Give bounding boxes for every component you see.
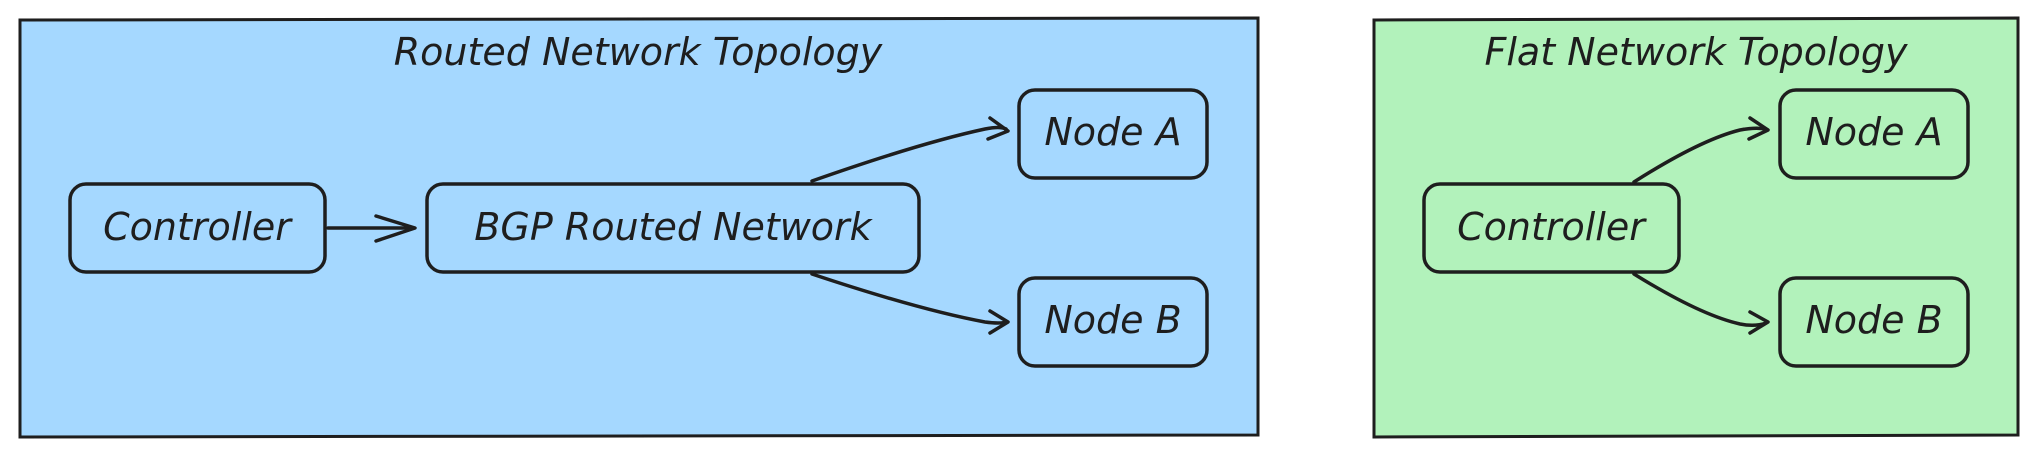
- routed-panel-background: [18, 16, 1260, 439]
- flat-controller-label: Controller: [1457, 205, 1647, 249]
- arrow-flat-controller-to-node-b: [1632, 272, 1770, 335]
- routed-node-a: Node A: [1017, 88, 1209, 180]
- arrow-bgp-to-node-b: [810, 272, 1010, 335]
- routed-topology-panel: Routed Network Topology Controller BGP R…: [18, 16, 1260, 439]
- routed-node-b-label: Node B: [1044, 298, 1181, 342]
- routed-controller-label: Controller: [103, 205, 293, 249]
- routed-node-a-label: Node A: [1044, 110, 1181, 154]
- routed-node-b: Node B: [1017, 276, 1209, 368]
- arrow-flat-controller-to-node-a: [1632, 116, 1770, 184]
- arrow-bgp-to-node-a: [810, 116, 1010, 183]
- routed-node-b-box: [1017, 276, 1209, 368]
- routed-controller-node: Controller: [68, 182, 327, 274]
- routed-controller-box: [68, 182, 327, 274]
- flat-panel-background: [1372, 16, 2020, 439]
- flat-node-a-box: [1778, 88, 1970, 180]
- flat-node-b-box: [1778, 276, 1970, 368]
- arrow-controller-to-bgp: [326, 214, 417, 243]
- bgp-network-node: BGP Routed Network: [425, 182, 921, 274]
- routed-panel-title: Routed Network Topology: [394, 30, 883, 74]
- flat-controller-node: Controller: [1422, 182, 1681, 274]
- flat-node-a: Node A: [1778, 88, 1970, 180]
- flat-node-a-label: Node A: [1805, 110, 1942, 154]
- flat-topology-panel: Flat Network Topology Controller Node A …: [1372, 16, 2020, 439]
- flat-controller-box: [1422, 182, 1681, 274]
- bgp-network-label: BGP Routed Network: [474, 205, 873, 249]
- flat-node-b: Node B: [1778, 276, 1970, 368]
- bgp-network-box: [425, 182, 921, 274]
- flat-node-b-label: Node B: [1805, 298, 1942, 342]
- routed-node-a-box: [1017, 88, 1209, 180]
- flat-panel-title: Flat Network Topology: [1485, 30, 1908, 74]
